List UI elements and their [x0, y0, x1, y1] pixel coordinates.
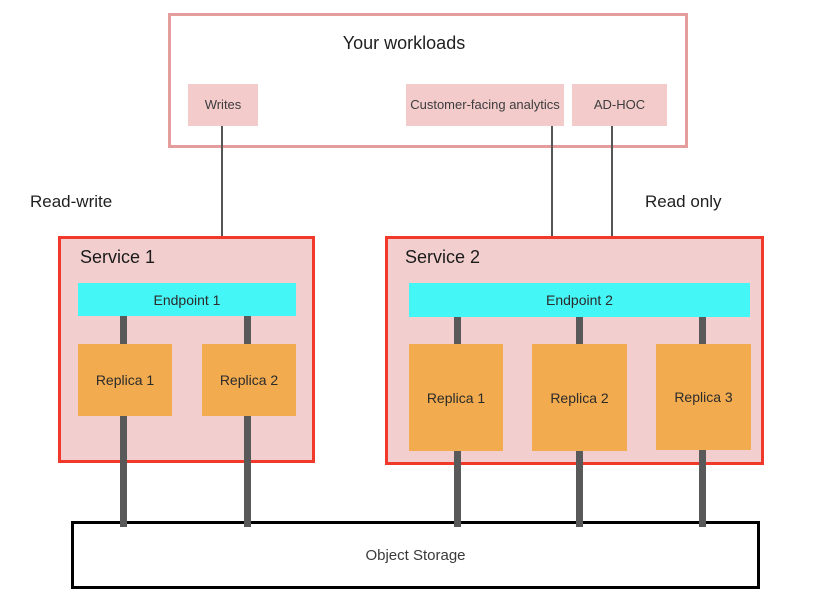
- service-1-title: Service 1: [80, 247, 156, 267]
- connector-pipe: [120, 316, 127, 527]
- service-1-replica-1: Replica 1: [78, 344, 172, 416]
- read-only-label: Read only: [645, 192, 722, 211]
- workload-chip-customer-facing-analytics: Customer-facing analytics: [406, 84, 564, 126]
- endpoint-2-bar: Endpoint 2: [409, 283, 750, 317]
- workloads-title: Your workloads: [342, 33, 466, 53]
- service-2-replica-2: Replica 2: [532, 344, 627, 451]
- object-storage-box: Object Storage: [71, 521, 760, 589]
- workload-chip-ad-hoc: AD-HOC: [572, 84, 667, 126]
- service-2-title: Service 2: [405, 247, 481, 267]
- down-arrow-icon: [221, 126, 223, 259]
- workload-chip-writes: Writes: [188, 84, 258, 126]
- endpoint-1-bar: Endpoint 1: [78, 283, 296, 316]
- down-arrow-icon: [611, 126, 613, 264]
- service-2-replica-1: Replica 1: [409, 344, 503, 451]
- service-1-replica-2: Replica 2: [202, 344, 296, 416]
- service-2-replica-3: Replica 3: [656, 344, 751, 450]
- connector-pipe: [244, 316, 251, 527]
- read-write-label: Read-write: [30, 192, 113, 211]
- down-arrow-icon: [551, 126, 553, 264]
